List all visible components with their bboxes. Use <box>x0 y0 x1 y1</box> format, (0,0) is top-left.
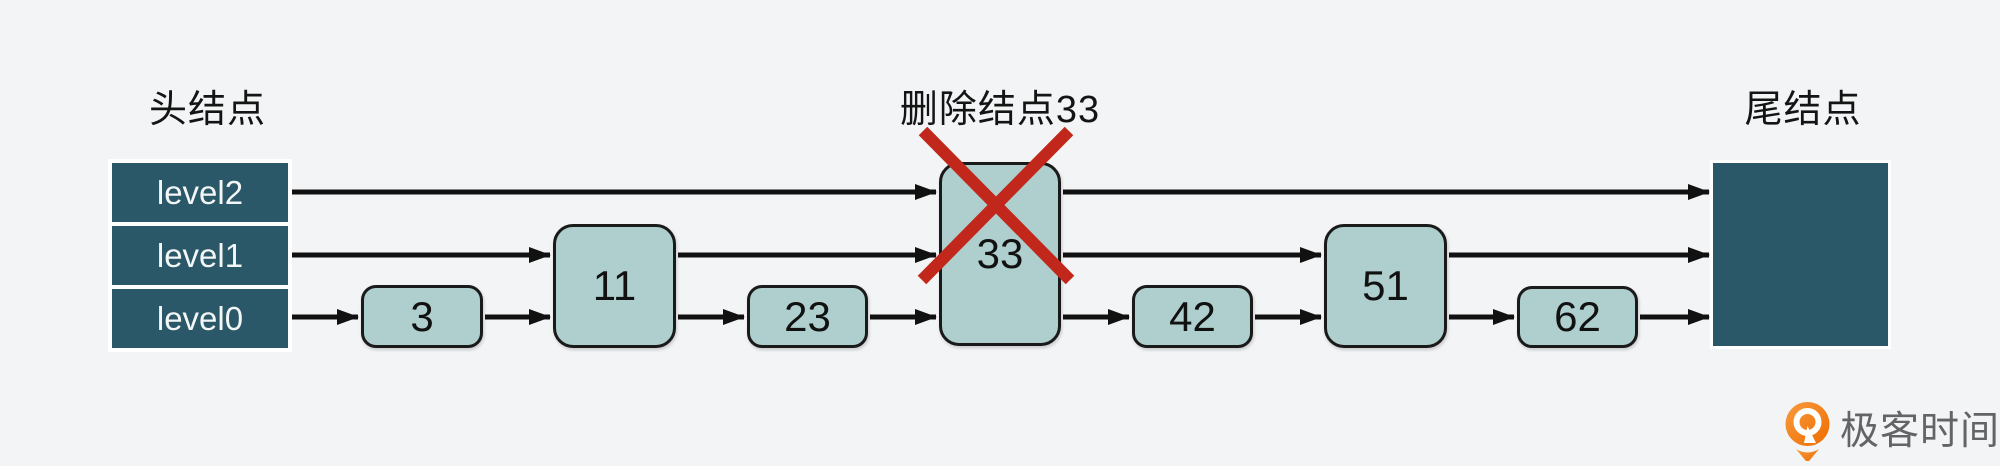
node-11-value: 11 <box>592 262 637 309</box>
node-42: 42 <box>1132 285 1253 348</box>
geektime-logo-icon <box>1785 402 1830 461</box>
node-62: 62 <box>1517 286 1638 348</box>
node-3: 3 <box>361 285 483 348</box>
geektime-logo: 极客时间 <box>1785 402 2000 461</box>
head-node-caption: 头结点 <box>148 89 266 131</box>
head-level1-row: level1 <box>112 226 288 285</box>
tail-node <box>1710 160 1891 349</box>
node-51-value: 51 <box>1362 262 1409 309</box>
head-level1-label: level1 <box>156 236 244 274</box>
node-11: 11 <box>553 224 676 348</box>
delete-node-caption: 删除结点33 <box>899 89 1101 131</box>
node-62-value: 62 <box>1554 293 1601 340</box>
geektime-logo-text: 极客时间 <box>1840 409 2000 453</box>
head-level0-label: level0 <box>156 299 244 337</box>
head-level2-row: level2 <box>112 163 288 222</box>
node-3-value: 3 <box>410 292 434 340</box>
tail-node-caption: 尾结点 <box>1744 89 1862 131</box>
head-level0-row: level0 <box>112 289 288 348</box>
node-42-value: 42 <box>1169 292 1216 340</box>
head-node: level2 level1 level0 <box>108 159 292 352</box>
head-level2-label: level2 <box>156 173 244 211</box>
node-33-value: 33 <box>976 230 1024 277</box>
node-51: 51 <box>1324 224 1447 348</box>
node-23-value: 23 <box>784 292 831 340</box>
node-23: 23 <box>747 285 868 348</box>
